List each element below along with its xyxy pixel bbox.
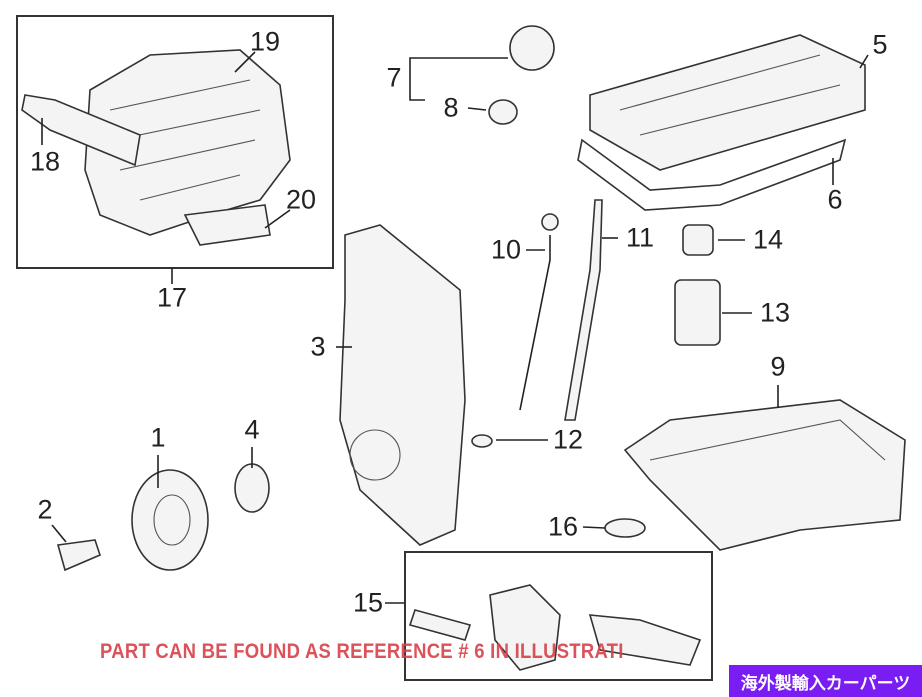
callout-12: 12 bbox=[552, 424, 584, 455]
callout-14: 14 bbox=[752, 224, 784, 255]
callout-5: 5 bbox=[872, 29, 888, 60]
filter-cap bbox=[682, 224, 714, 256]
callout-19: 19 bbox=[249, 26, 281, 57]
watermark-badge: 海外製輸入カーパーツ bbox=[729, 665, 922, 697]
intake-manifold-group-box bbox=[16, 15, 334, 269]
gasket bbox=[604, 518, 646, 538]
callout-17: 17 bbox=[156, 282, 188, 313]
callout-7: 7 bbox=[386, 62, 402, 93]
oil-pump bbox=[489, 584, 561, 671]
oil-dipstick bbox=[519, 235, 551, 411]
valve-cover-gasket bbox=[577, 138, 847, 211]
crankshaft-pulley bbox=[131, 469, 209, 571]
callout-11: 11 bbox=[625, 222, 655, 253]
relief-valve bbox=[408, 609, 472, 641]
oil-filter bbox=[674, 279, 721, 346]
callout-20: 20 bbox=[285, 184, 317, 215]
callout-3: 3 bbox=[310, 331, 326, 362]
oil-cap-gasket bbox=[488, 99, 518, 125]
oil-pan bbox=[623, 399, 906, 551]
callout-10: 10 bbox=[490, 234, 522, 265]
timing-cover bbox=[339, 224, 466, 546]
callout-1: 1 bbox=[150, 422, 166, 453]
callout-13: 13 bbox=[759, 297, 791, 328]
callout-8: 8 bbox=[443, 92, 459, 123]
manifold-bracket bbox=[183, 204, 271, 246]
callout-2: 2 bbox=[37, 494, 53, 525]
valve-cover bbox=[589, 34, 866, 171]
intake-manifold bbox=[84, 49, 291, 236]
reference-note: PART CAN BE FOUND AS REFERENCE # 6 IN IL… bbox=[100, 640, 624, 663]
dipstick-tube bbox=[564, 199, 603, 421]
oil-pump-group-box bbox=[404, 551, 713, 681]
callout-9: 9 bbox=[770, 351, 786, 382]
leader-lines bbox=[41, 51, 869, 604]
pulley-bolt bbox=[56, 539, 101, 572]
callout-18: 18 bbox=[29, 146, 61, 177]
callout-16: 16 bbox=[547, 511, 579, 542]
oil-strainer bbox=[588, 614, 702, 666]
o-ring bbox=[471, 434, 493, 448]
callout-6: 6 bbox=[827, 184, 843, 215]
crankshaft-seal bbox=[234, 463, 270, 513]
callout-4: 4 bbox=[244, 414, 260, 445]
callout-15: 15 bbox=[352, 587, 384, 618]
intake-gasket bbox=[21, 94, 141, 167]
oil-filler-cap bbox=[509, 25, 555, 71]
